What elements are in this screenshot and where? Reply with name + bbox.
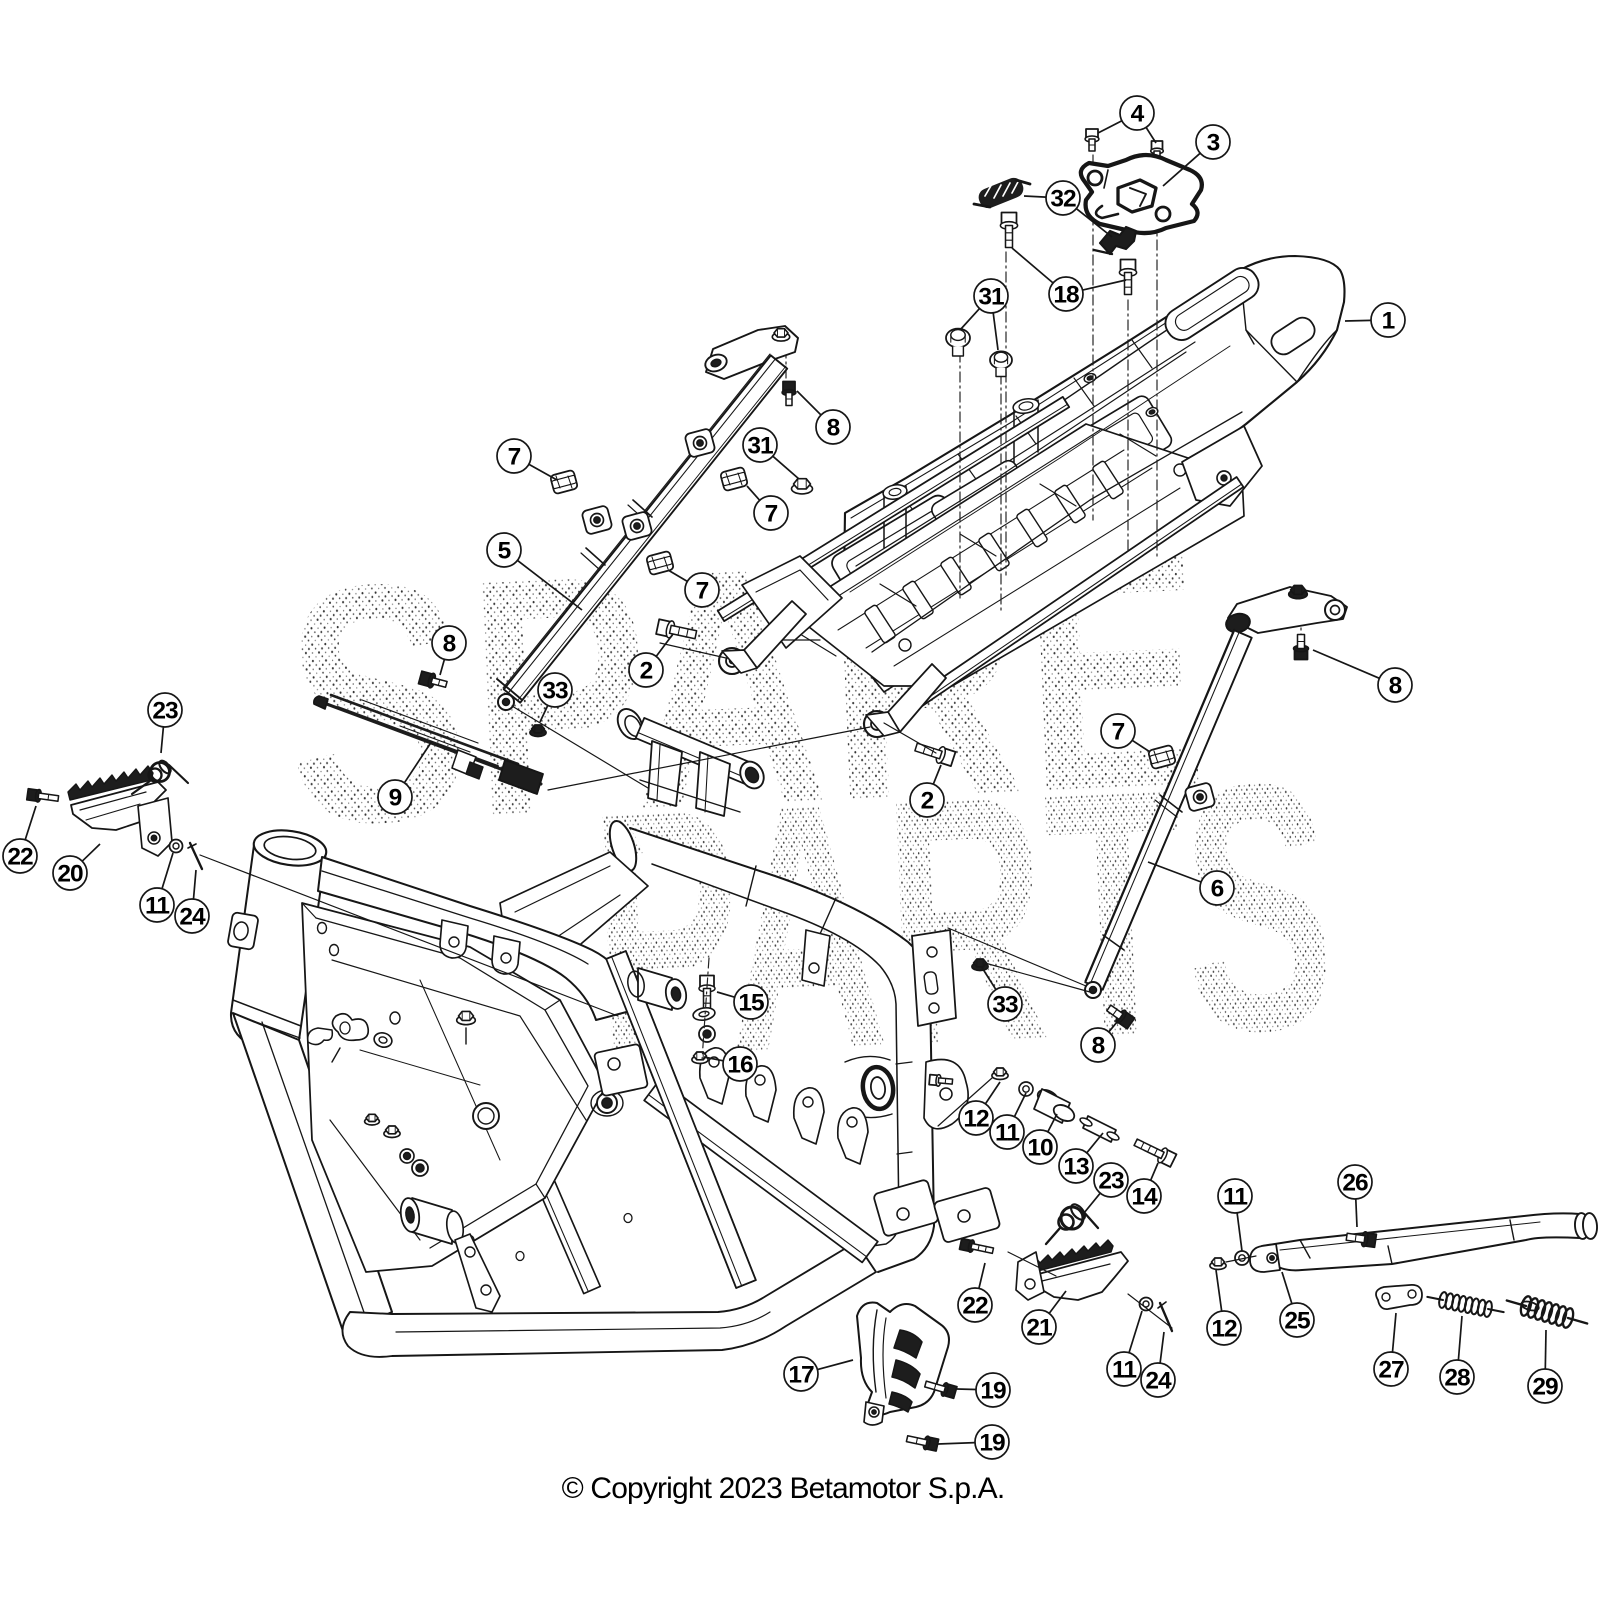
svg-text:19: 19 (980, 1378, 1006, 1405)
svg-text:13: 13 (1063, 1154, 1089, 1181)
svg-text:11: 11 (995, 1120, 1019, 1147)
svg-text:9: 9 (389, 785, 402, 812)
svg-text:24: 24 (1145, 1368, 1172, 1395)
svg-text:17: 17 (788, 1362, 814, 1389)
svg-text:31: 31 (747, 433, 773, 460)
svg-text:23: 23 (1098, 1168, 1124, 1195)
svg-text:23: 23 (152, 698, 178, 725)
svg-text:8: 8 (827, 415, 840, 442)
svg-text:11: 11 (145, 893, 169, 920)
svg-text:28: 28 (1444, 1365, 1470, 1392)
svg-text:11: 11 (1223, 1184, 1247, 1211)
svg-text:© Copyright 2023 Betamotor S.p: © Copyright 2023 Betamotor S.p.A. (562, 1472, 1005, 1505)
svg-text:11: 11 (1112, 1357, 1136, 1384)
svg-text:31: 31 (978, 284, 1004, 311)
svg-text:14: 14 (1131, 1184, 1158, 1211)
svg-text:2: 2 (640, 658, 653, 685)
svg-text:12: 12 (963, 1106, 989, 1133)
svg-text:1: 1 (1382, 308, 1395, 335)
svg-text:22: 22 (962, 1293, 988, 1320)
svg-text:24: 24 (179, 904, 206, 931)
svg-text:20: 20 (57, 861, 83, 888)
svg-text:10: 10 (1027, 1135, 1053, 1162)
svg-text:8: 8 (1092, 1033, 1105, 1060)
svg-text:15: 15 (738, 990, 764, 1017)
svg-text:3: 3 (1207, 130, 1220, 157)
svg-text:22: 22 (7, 844, 33, 871)
svg-text:33: 33 (542, 678, 568, 705)
svg-text:33: 33 (992, 992, 1018, 1019)
svg-text:27: 27 (1378, 1357, 1404, 1384)
svg-text:8: 8 (443, 631, 456, 658)
svg-text:6: 6 (1211, 876, 1224, 903)
svg-text:18: 18 (1053, 282, 1079, 309)
svg-text:7: 7 (696, 578, 709, 605)
svg-text:29: 29 (1532, 1374, 1558, 1401)
svg-text:7: 7 (765, 501, 778, 528)
svg-text:4: 4 (1131, 101, 1145, 128)
svg-text:2: 2 (921, 788, 934, 815)
svg-text:8: 8 (1389, 673, 1402, 700)
svg-text:5: 5 (498, 538, 511, 565)
svg-text:7: 7 (508, 444, 521, 471)
svg-text:21: 21 (1026, 1315, 1052, 1342)
svg-text:12: 12 (1211, 1316, 1237, 1343)
svg-text:32: 32 (1050, 186, 1076, 213)
svg-text:26: 26 (1342, 1170, 1368, 1197)
svg-text:16: 16 (727, 1052, 753, 1079)
svg-text:25: 25 (1284, 1308, 1310, 1335)
svg-text:19: 19 (979, 1430, 1005, 1457)
svg-text:7: 7 (1112, 719, 1125, 746)
